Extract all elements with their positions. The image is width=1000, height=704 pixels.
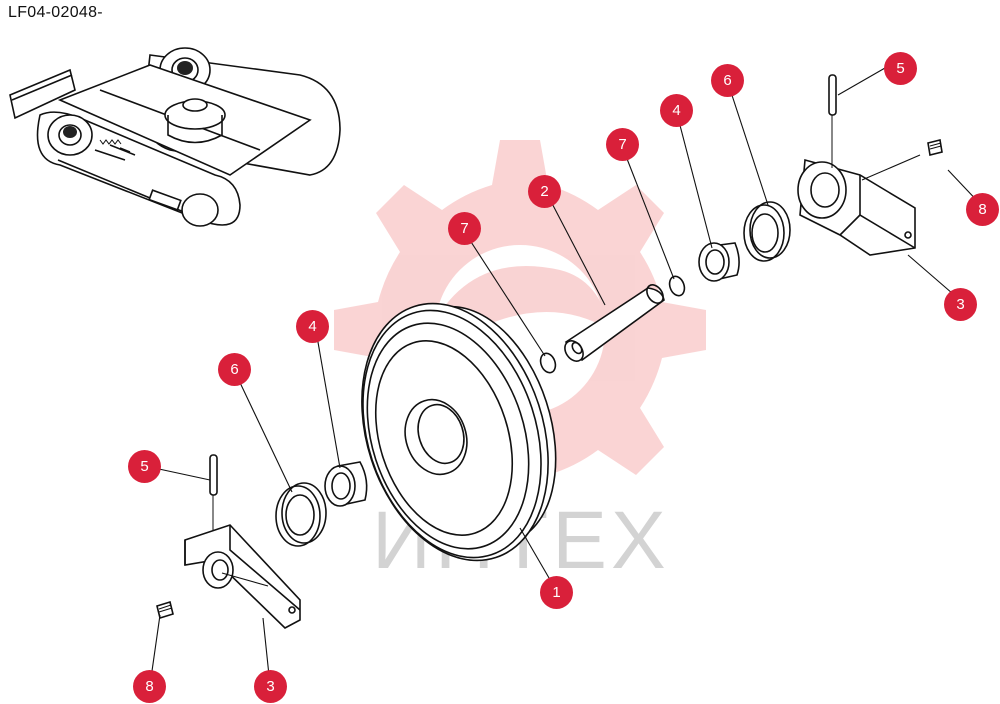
grease-fitting-right [927,139,943,156]
callout-7[interactable]: 7 [448,212,481,245]
idler-wheel [361,302,557,562]
o-ring-right [668,275,686,297]
callout-8[interactable]: 8 [966,193,999,226]
callout-5[interactable]: 5 [128,450,161,483]
seal-left [275,482,327,547]
callout-5[interactable]: 5 [884,52,917,85]
callout-6[interactable]: 6 [218,353,251,386]
bracket-right [797,115,916,256]
pin-upper [828,74,837,116]
bushing-left [324,461,368,507]
callout-7[interactable]: 7 [606,128,639,161]
callout-3[interactable]: 3 [254,670,287,703]
callout-3[interactable]: 3 [944,288,977,321]
undercarriage-inset [9,47,341,227]
callout-2[interactable]: 2 [528,175,561,208]
o-ring-left [539,352,557,374]
callout-1[interactable]: 1 [540,576,573,609]
bushing-right [698,242,740,282]
callout-4[interactable]: 4 [296,310,329,343]
grease-fitting-left [156,600,174,620]
callout-4[interactable]: 4 [660,94,693,127]
drawing-code: LF04-02048- [8,4,103,21]
callout-8[interactable]: 8 [133,670,166,703]
seal-right [743,201,791,262]
callout-6[interactable]: 6 [711,64,744,97]
idler-shaft [564,284,665,362]
bracket-left [184,524,301,629]
